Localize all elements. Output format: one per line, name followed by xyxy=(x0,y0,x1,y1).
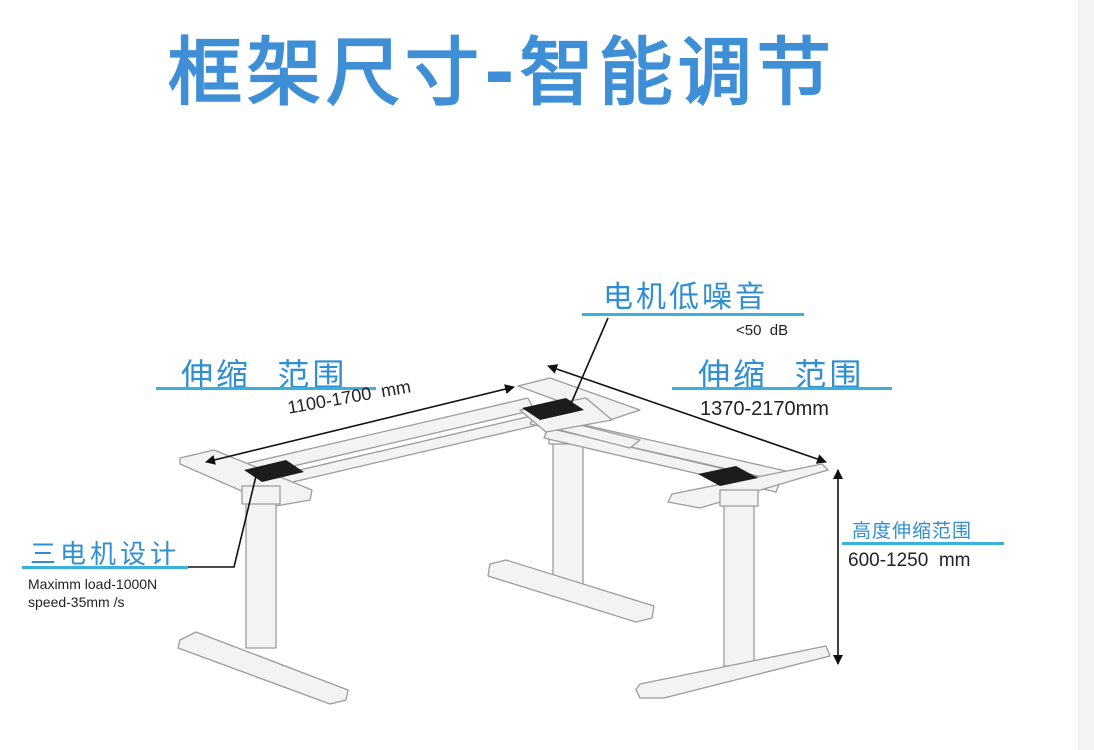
height-range-label: 高度伸缩范围 xyxy=(852,520,973,542)
three-motor-leader xyxy=(188,475,257,568)
leg-back-right xyxy=(487,429,655,623)
three-motor-speed: speed-35mm /s xyxy=(28,594,125,610)
motor-noise-underline xyxy=(582,313,804,316)
right-range-arrow xyxy=(547,364,827,464)
leg-left xyxy=(177,485,349,705)
three-motor-underline xyxy=(22,566,188,569)
motor-noise-value: <50 dB xyxy=(736,322,789,339)
three-motor-label: 三电机设计 xyxy=(30,540,181,570)
height-range-underline xyxy=(842,542,1004,545)
motor-pad-right xyxy=(698,466,758,486)
motor-pad-left xyxy=(244,460,304,482)
leg-right xyxy=(635,489,831,699)
right-range-value: 1370-2170mm xyxy=(700,398,829,420)
page-title: 框架尺寸-智能调节 xyxy=(168,30,836,116)
left-range-arrow xyxy=(205,384,515,465)
right-edge-strip xyxy=(1078,0,1094,750)
three-motor-load: Maximm load-1000N xyxy=(28,576,158,592)
motor-noise-leader xyxy=(569,317,609,407)
right-range-underline xyxy=(672,387,892,390)
right-end-bracket xyxy=(667,463,829,509)
left-range-underline xyxy=(156,387,376,390)
height-range-value: 600-1250 mm xyxy=(848,550,971,571)
motor-noise-label: 电机低噪音 xyxy=(603,280,768,315)
